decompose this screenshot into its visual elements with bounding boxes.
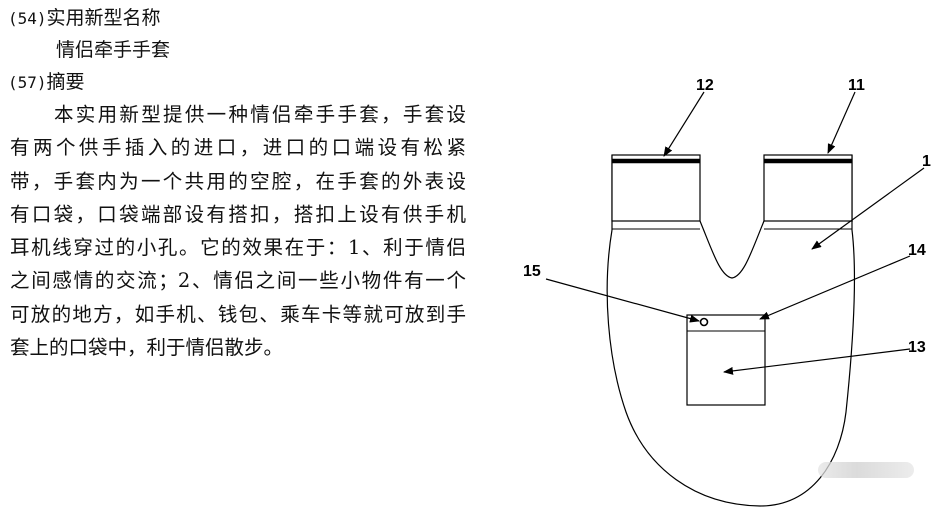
- leader-11: [827, 91, 856, 154]
- watermark-blur: [818, 462, 914, 478]
- abstract-line: 之间感情的交流；2、情侣之间一些小物件有一个: [10, 269, 466, 293]
- leader-15: [545, 278, 700, 323]
- label-13: 13: [908, 339, 926, 356]
- abstract-paragraph: 本实用新型提供一种情侣牵手手套，手套设 有两个供手插入的进口，进口的口端设有松紧…: [10, 98, 466, 364]
- section-label-title: 实用新型名称: [46, 7, 161, 29]
- inlet-notch: [699, 220, 765, 279]
- section-code-57: (57): [8, 73, 47, 92]
- label-11: 11: [848, 77, 865, 94]
- pocket: [686, 314, 766, 406]
- left-cuff: [611, 154, 701, 222]
- title-section-heading: (54)实用新型名称: [8, 6, 161, 31]
- label-14: 14: [908, 242, 926, 259]
- leader-12: [663, 91, 705, 157]
- abstract-line: 本实用新型提供一种情侣牵手手套，手套设: [54, 103, 466, 126]
- abstract-line: 耳机线穿过的小孔。它的效果在于：1、利于情侣: [10, 236, 466, 260]
- section-label-abstract: 摘要: [46, 71, 85, 93]
- label-1: 1: [922, 153, 931, 170]
- abstract-line: 可放的地方，如手机、钱包、乘车卡等就可放到手: [10, 302, 466, 326]
- label-15: 15: [523, 263, 541, 280]
- leader-14: [759, 255, 911, 320]
- leader-1: [811, 167, 925, 250]
- section-code-54: (54): [8, 9, 47, 28]
- leader-13: [723, 348, 911, 375]
- abstract-line: 有两个供手插入的进口，进口的口端设有松紧: [10, 136, 466, 160]
- small-hole: [699, 317, 709, 327]
- right-cuff: [763, 154, 853, 222]
- label-12: 12: [696, 77, 714, 94]
- utility-model-name: 情侣牵手手套: [56, 39, 171, 61]
- abstract-section-heading: (57)摘要: [8, 70, 85, 95]
- abstract-line: 套上的口袋中，利于情侣散步。: [10, 336, 284, 360]
- glove-body-outline: [606, 220, 856, 507]
- abstract-line: 有口袋，口袋端部设有搭扣，搭扣上设有供手机: [10, 202, 466, 226]
- abstract-line: 带，手套内为一个共用的空腔，在手套的外表设: [10, 169, 466, 193]
